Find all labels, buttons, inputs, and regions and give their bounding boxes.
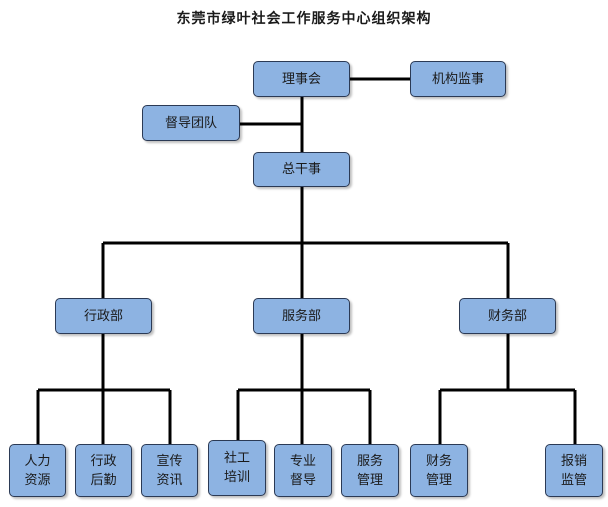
node-finance-mgmt-line1: 财务 — [425, 453, 452, 469]
node-director-label: 总干事 — [281, 162, 321, 177]
node-reimbursement: 报销 监管 — [545, 444, 603, 497]
node-service-mgmt-line2: 管理 — [356, 472, 383, 488]
node-service: 服务部 — [253, 298, 350, 334]
node-professional-line1: 专业 — [289, 453, 316, 469]
node-reimbursement-line1: 报销 — [560, 453, 587, 469]
node-reimbursement-line2: 监管 — [560, 472, 587, 488]
node-publicity-line1: 宣传 — [156, 453, 183, 469]
node-director: 总干事 — [253, 152, 350, 187]
node-supervision-team: 督导团队 — [142, 105, 240, 141]
node-training-line1: 社工 — [223, 451, 250, 466]
node-publicity-line2: 资讯 — [156, 472, 183, 488]
node-finance-mgmt-line2: 管理 — [425, 472, 452, 488]
node-logistics-line1: 行政 — [90, 453, 117, 469]
node-service-mgmt-line1: 服务 — [356, 453, 383, 469]
chart-title: 东莞市绿叶社会工作服务中心组织架构 — [176, 11, 432, 27]
node-logistics-line2: 后勤 — [90, 472, 117, 488]
node-supervisors: 机构监事 — [410, 61, 506, 97]
node-finance-label: 财务部 — [487, 308, 527, 324]
node-hr-line1: 人力 — [24, 453, 51, 469]
node-training-line2: 培训 — [223, 470, 250, 485]
node-board-label: 理事会 — [281, 71, 321, 87]
node-professional-line2: 督导 — [289, 472, 316, 488]
node-finance: 财务部 — [459, 298, 556, 334]
node-logistics: 行政 后勤 — [75, 444, 132, 497]
node-service-mgmt: 服务 管理 — [341, 444, 399, 497]
node-admin-label: 行政部 — [83, 308, 123, 324]
node-training: 社工 培训 — [208, 440, 266, 496]
node-supervisors-label: 机构监事 — [431, 71, 484, 87]
node-supervision-team-label: 督导团队 — [164, 115, 217, 131]
node-publicity: 宣传 资讯 — [141, 444, 198, 497]
node-hr-line2: 资源 — [24, 472, 51, 488]
node-finance-mgmt: 财务 管理 — [410, 444, 468, 497]
node-admin: 行政部 — [55, 298, 152, 334]
node-hr: 人力 资源 — [9, 444, 66, 497]
node-service-label: 服务部 — [281, 308, 321, 324]
node-board: 理事会 — [253, 61, 350, 97]
node-professional: 专业 督导 — [274, 444, 332, 497]
